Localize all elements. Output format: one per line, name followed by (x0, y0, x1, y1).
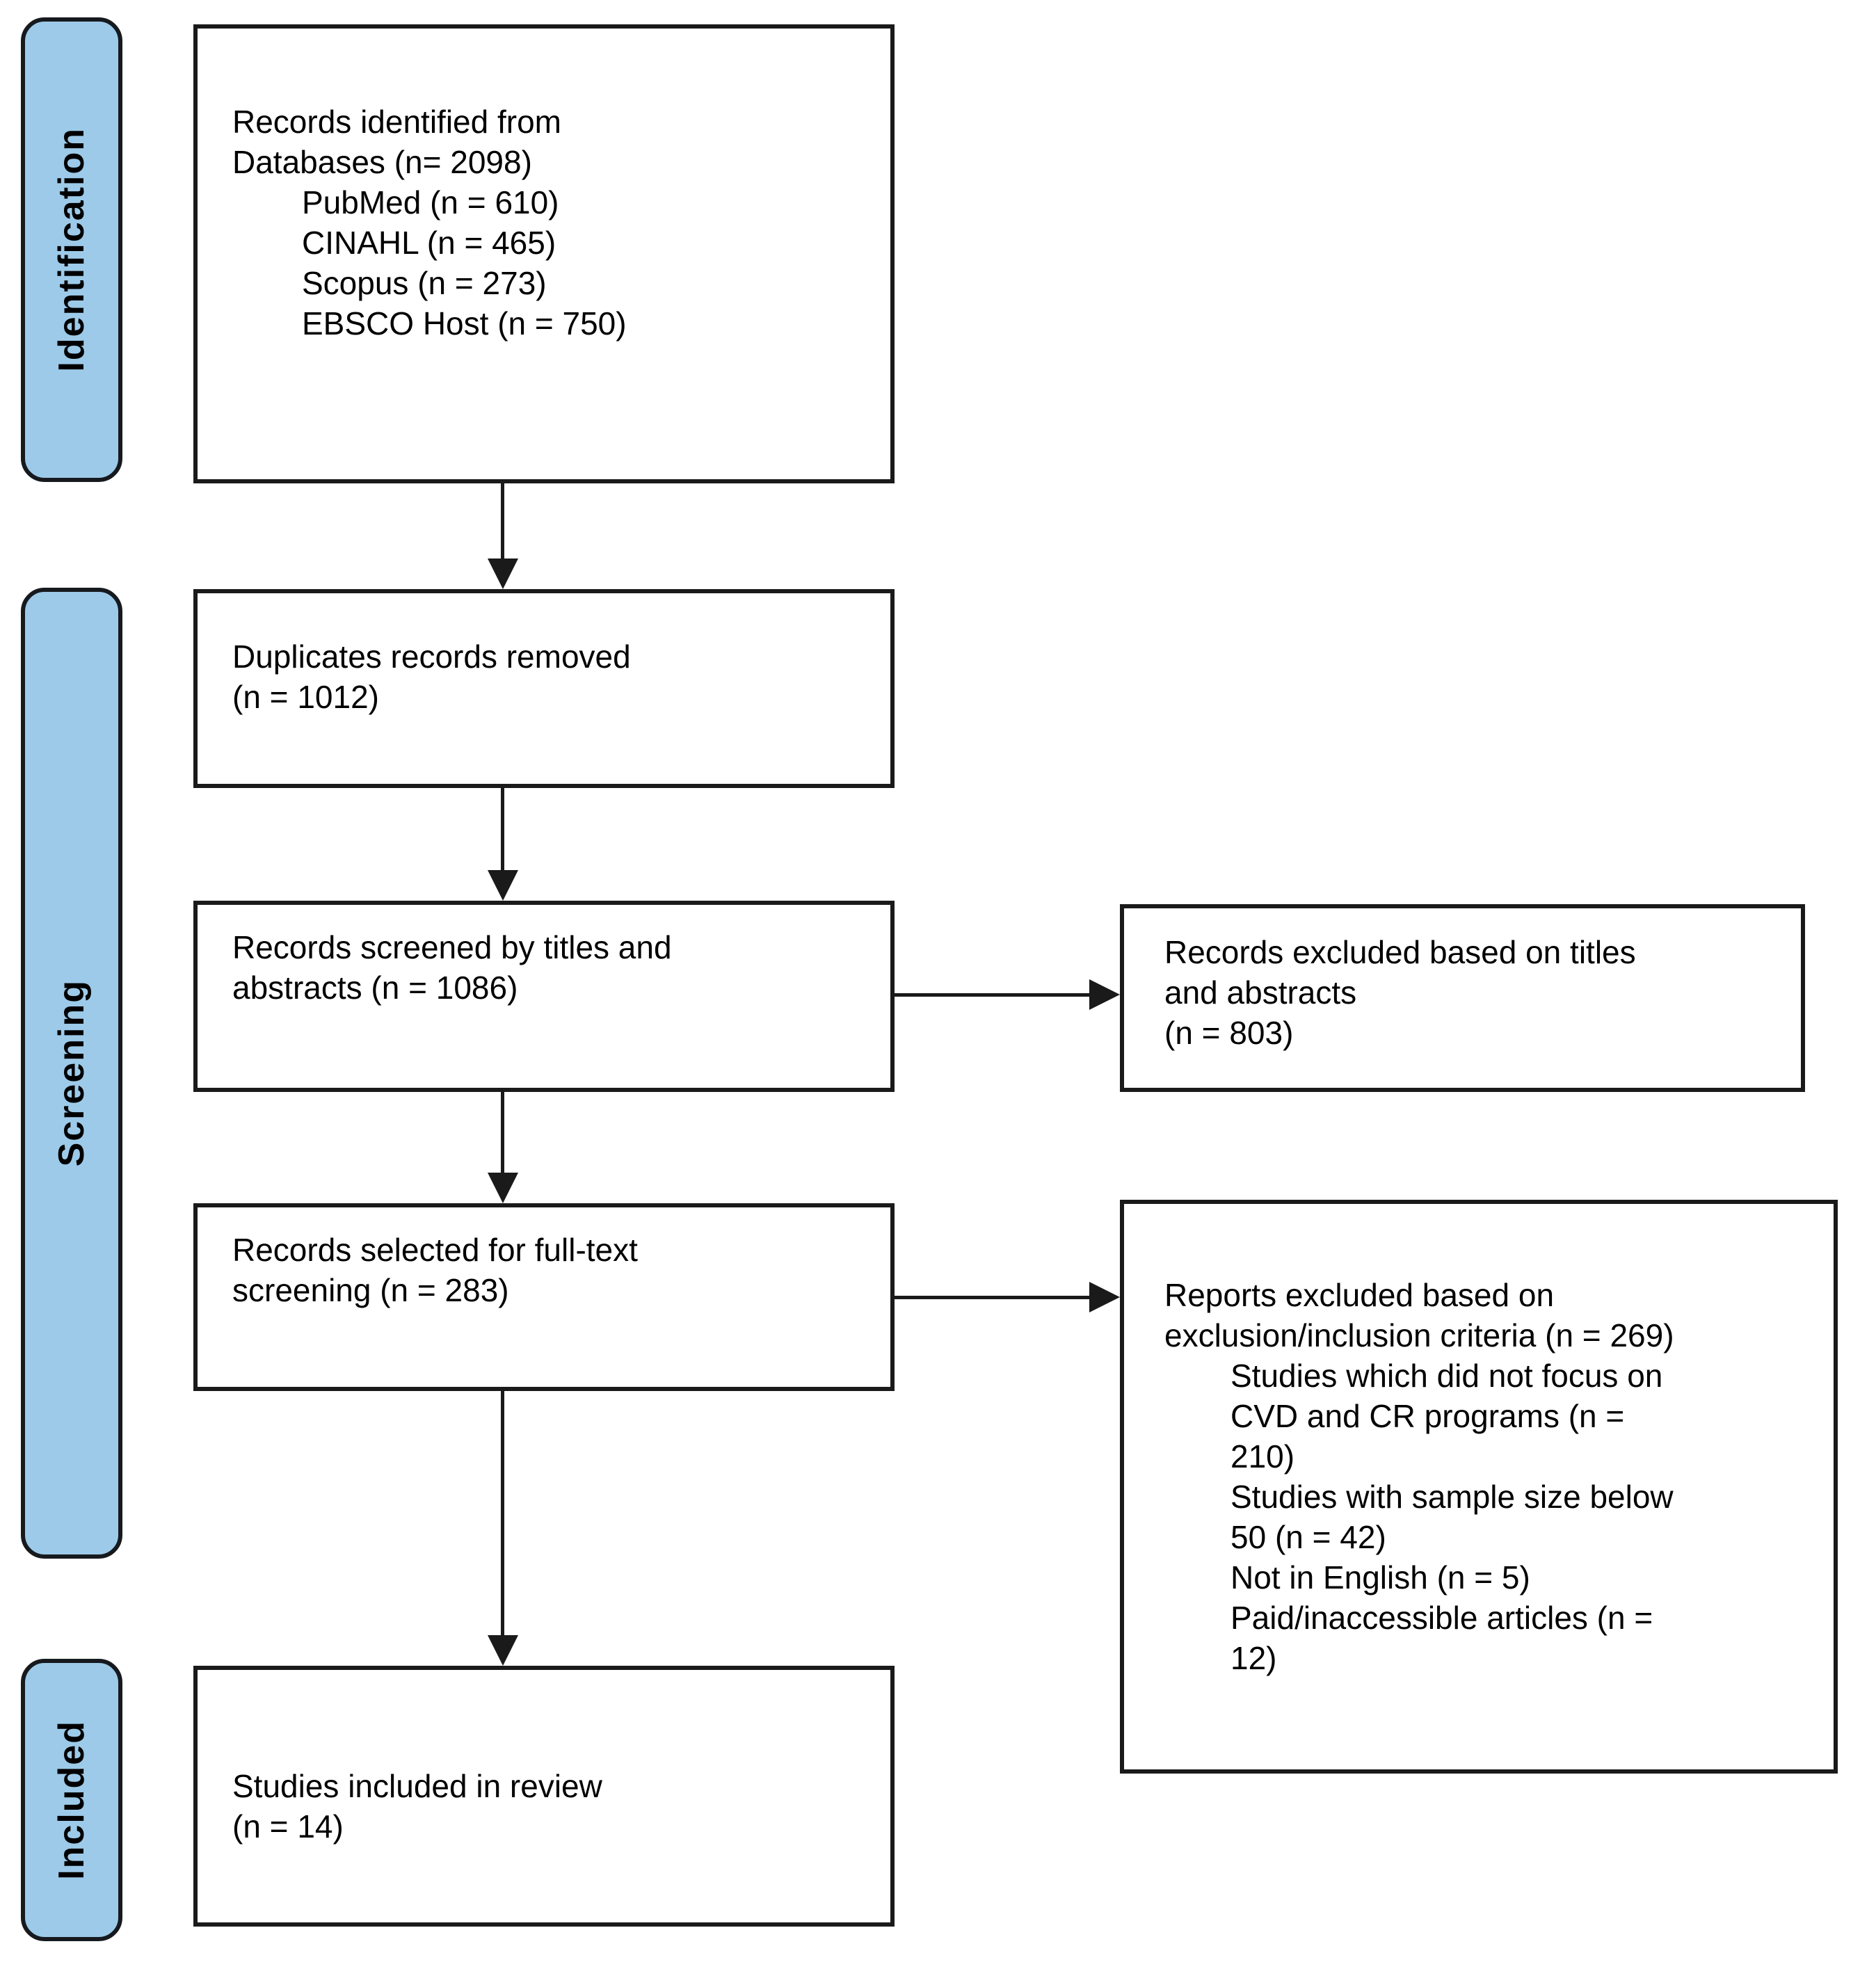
excluded-titles-abstracts-text: Records excluded based on titles and abs… (1164, 934, 1636, 1051)
arrow-fulltext-to-excluded-head (1089, 1282, 1120, 1312)
excluded-titles-abstracts-box: Records excluded based on titles and abs… (1120, 904, 1805, 1092)
fulltext-screening-box: Records selected for full-text screening… (193, 1203, 895, 1391)
stage-bar-screening: Screening (21, 588, 122, 1559)
arrow-screened-to-excluded-head (1089, 979, 1120, 1010)
excluded-reports-intro: Reports excluded based on exclusion/incl… (1164, 1277, 1674, 1353)
arrow-screened-to-excluded-line (895, 993, 1091, 997)
records-identified-box: Records identified from Databases (n= 20… (193, 24, 895, 483)
stage-label-identification: Identification (51, 127, 92, 372)
arrow-screened-to-fulltext-head (488, 1173, 518, 1203)
stage-label-included: Included (51, 1720, 92, 1880)
arrow-duplicates-to-screened-line (501, 788, 504, 871)
arrow-duplicates-to-screened-head (488, 870, 518, 901)
studies-included-text: Studies included in review (n = 14) (232, 1768, 602, 1845)
exclusion-reason-cvd-cr: Studies which did not focus on CVD and C… (1230, 1358, 1663, 1474)
fulltext-screening-text: Records selected for full-text screening… (232, 1232, 638, 1308)
source-cinahl: CINAHL (n = 465) (302, 225, 556, 261)
source-pubmed: PubMed (n = 610) (302, 184, 559, 220)
source-scopus: Scopus (n = 273) (302, 265, 547, 301)
exclusion-reason-sample-size: Studies with sample size below 50 (n = 4… (1230, 1479, 1674, 1555)
arrow-identified-to-duplicates-line (501, 483, 504, 561)
exclusion-reason-paid: Paid/inaccessible articles (n = 12) (1230, 1600, 1653, 1676)
duplicates-removed-text: Duplicates records removed (n = 1012) (232, 638, 631, 715)
records-screened-box: Records screened by titles and abstracts… (193, 901, 895, 1092)
stage-label-screening: Screening (51, 979, 92, 1167)
records-identified-text: Records identified from Databases (n= 20… (232, 104, 561, 180)
arrow-fulltext-to-included-head (488, 1635, 518, 1666)
studies-included-box: Studies included in review (n = 14) (193, 1666, 895, 1927)
source-ebsco: EBSCO Host (n = 750) (302, 305, 627, 341)
stage-bar-included: Included (21, 1659, 122, 1941)
records-screened-text: Records screened by titles and abstracts… (232, 929, 672, 1006)
stage-bar-identification: Identification (21, 17, 122, 482)
exclusion-reason-not-english: Not in English (n = 5) (1230, 1559, 1530, 1596)
arrow-fulltext-to-included-line (501, 1391, 504, 1636)
duplicates-removed-box: Duplicates records removed (n = 1012) (193, 589, 895, 788)
excluded-reports-box: Reports excluded based on exclusion/incl… (1120, 1200, 1838, 1774)
arrow-screened-to-fulltext-line (501, 1092, 504, 1174)
arrow-identified-to-duplicates-head (488, 558, 518, 589)
arrow-fulltext-to-excluded-line (895, 1296, 1091, 1299)
